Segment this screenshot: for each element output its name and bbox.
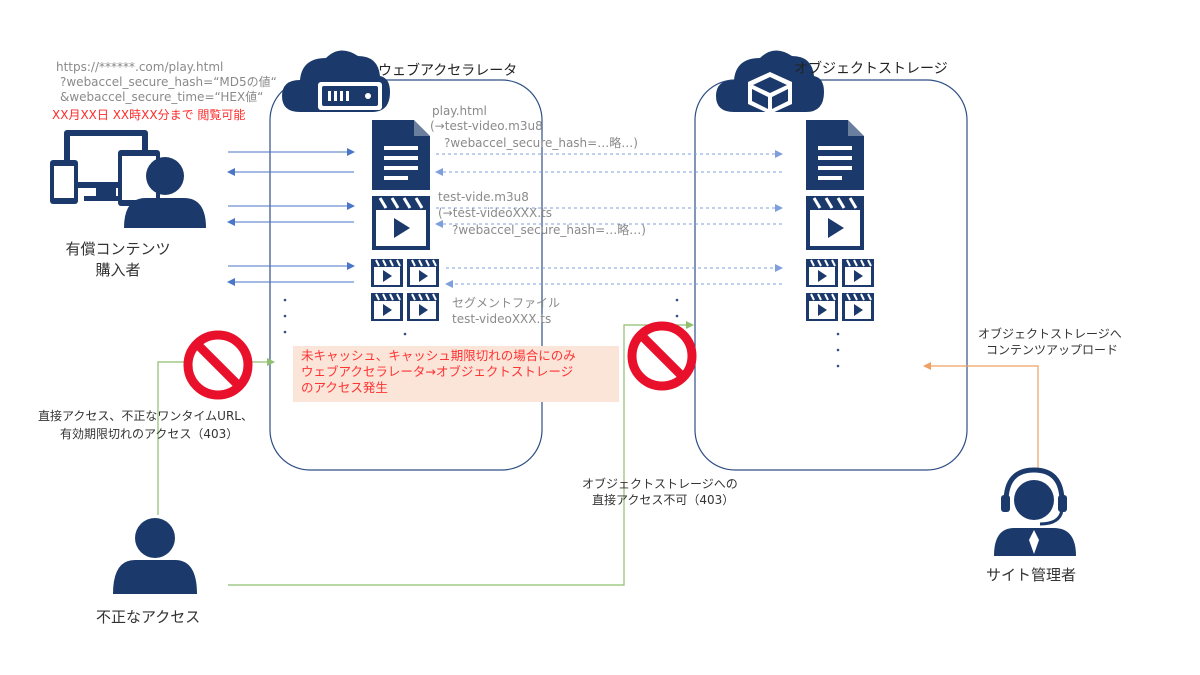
url-expiry: XX月XX日 XX時XX分まで 閲覧可能 bbox=[52, 108, 246, 122]
storage-denied-label: オブジェクトストレージへの bbox=[582, 477, 738, 491]
segment-file-icon bbox=[841, 292, 875, 322]
unauthorized-user-icon bbox=[113, 518, 197, 594]
admin-headset-icon bbox=[994, 467, 1076, 556]
cache-note-line: のアクセス発生 bbox=[301, 380, 388, 395]
upload-path bbox=[923, 362, 1039, 470]
cloud-cube-icon bbox=[716, 50, 824, 114]
cloud-server-icon bbox=[282, 50, 390, 112]
object-storage-title: オブジェクトストレージ bbox=[794, 61, 948, 77]
direct-denied-label: 直接アクセス、不正なワンタイムURL、 bbox=[38, 409, 253, 423]
url-hash-param: ?webaccel_secure_hash=“MD5の値“ bbox=[60, 75, 277, 89]
purchaser-label: 有償コンテンツ 購入者 bbox=[60, 238, 176, 280]
web-accelerator-title: ウェブアクセラレータ bbox=[378, 63, 518, 79]
upload-label: オブジェクトストレージへ bbox=[978, 327, 1122, 341]
segment-file-icon bbox=[841, 258, 875, 288]
m3u8-file-ref: (→test-videoXXX.ts bbox=[438, 206, 552, 220]
cache-note: 未キャッシュ、キャッシュ期限切れの場合にのみ ウェブアクセラレータ→オブジェクト… bbox=[293, 346, 619, 402]
playlist-file-icon bbox=[804, 194, 866, 252]
segment-file-icon bbox=[406, 292, 440, 322]
segment-file-icon bbox=[406, 258, 440, 288]
segment-file-icon bbox=[805, 292, 839, 322]
devices-user-icon bbox=[50, 130, 206, 228]
object-storage-box bbox=[694, 79, 968, 471]
html-file-icon bbox=[806, 120, 864, 190]
storage-denied-label: 直接アクセス不可（403） bbox=[592, 493, 735, 507]
playlist-file-icon bbox=[370, 194, 432, 252]
html-file-hash: ?webaccel_secure_hash=…略…) bbox=[444, 136, 638, 150]
segment-file-icon bbox=[805, 258, 839, 288]
segment-file-icon bbox=[370, 292, 404, 322]
purchaser-label-line: 購入者 bbox=[95, 261, 141, 279]
prohibited-icon bbox=[632, 326, 692, 386]
url-line: https://******.com/play.html bbox=[56, 60, 224, 74]
html-file-ref: (→test-video.m3u8 bbox=[430, 119, 543, 133]
direct-denied-label: 有効期限切れのアクセス（403） bbox=[60, 427, 239, 441]
segment-label: セグメントファイル bbox=[452, 296, 561, 310]
purchaser-label-line: 有償コンテンツ bbox=[65, 240, 171, 258]
admin-label: サイト管理者 bbox=[986, 566, 1077, 584]
prohibited-icon bbox=[188, 335, 248, 395]
m3u8-file-name: test-vide.m3u8 bbox=[438, 190, 529, 204]
upload-label: コンテンツアップロード bbox=[986, 343, 1119, 357]
url-time-param: &webaccel_secure_time=“HEX値“ bbox=[60, 90, 264, 104]
cache-note-line: 未キャッシュ、キャッシュ期限切れの場合にのみ bbox=[301, 348, 576, 363]
origin-fetch-arrows bbox=[435, 150, 783, 288]
segment-file-icon bbox=[370, 258, 404, 288]
cache-note-line: ウェブアクセラレータ→オブジェクトストレージ bbox=[301, 364, 574, 379]
unauthorized-label: 不正なアクセス bbox=[96, 608, 201, 626]
html-file-icon bbox=[372, 120, 430, 190]
client-arrows bbox=[227, 148, 355, 286]
segment-file-name: test-videoXXX.ts bbox=[452, 312, 552, 326]
web-accelerator-box bbox=[269, 79, 543, 471]
m3u8-file-hash: ?webaccel_secure_hash=…略…) bbox=[452, 223, 646, 237]
html-file-name: play.html bbox=[432, 104, 487, 118]
